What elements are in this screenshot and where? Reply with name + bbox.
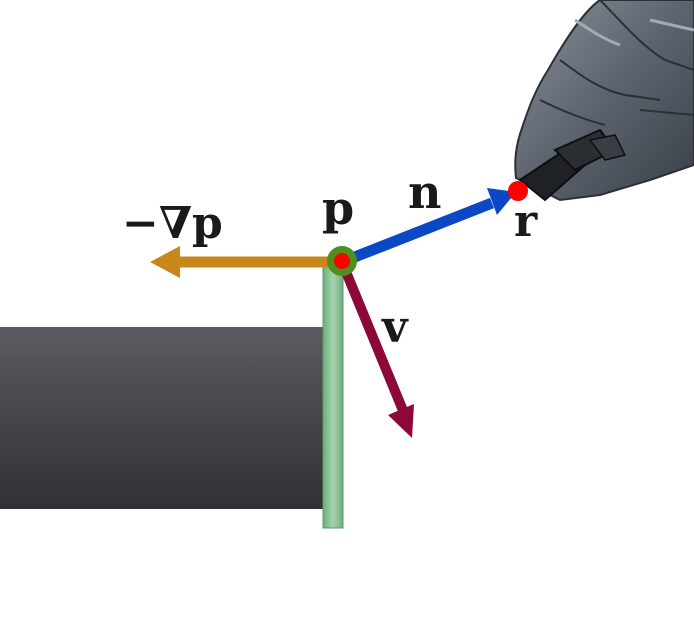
label-n: n bbox=[408, 165, 441, 219]
velocity-arrow-shaft bbox=[337, 260, 409, 415]
label-r: r bbox=[514, 196, 538, 247]
normal-arrow-shaft bbox=[339, 197, 495, 268]
label-p: p bbox=[322, 181, 354, 235]
arrows bbox=[150, 188, 516, 438]
neg-grad-arrowhead bbox=[150, 246, 180, 278]
contact-point-p bbox=[334, 253, 350, 269]
cylinder-object bbox=[0, 327, 324, 509]
point-r bbox=[508, 181, 528, 201]
velocity-arrowhead bbox=[388, 404, 414, 438]
robot-hand-icon bbox=[514, 0, 694, 202]
label-neg-grad: −∇p bbox=[122, 198, 223, 249]
contact-plate bbox=[322, 261, 344, 529]
label-v: v bbox=[381, 302, 409, 353]
